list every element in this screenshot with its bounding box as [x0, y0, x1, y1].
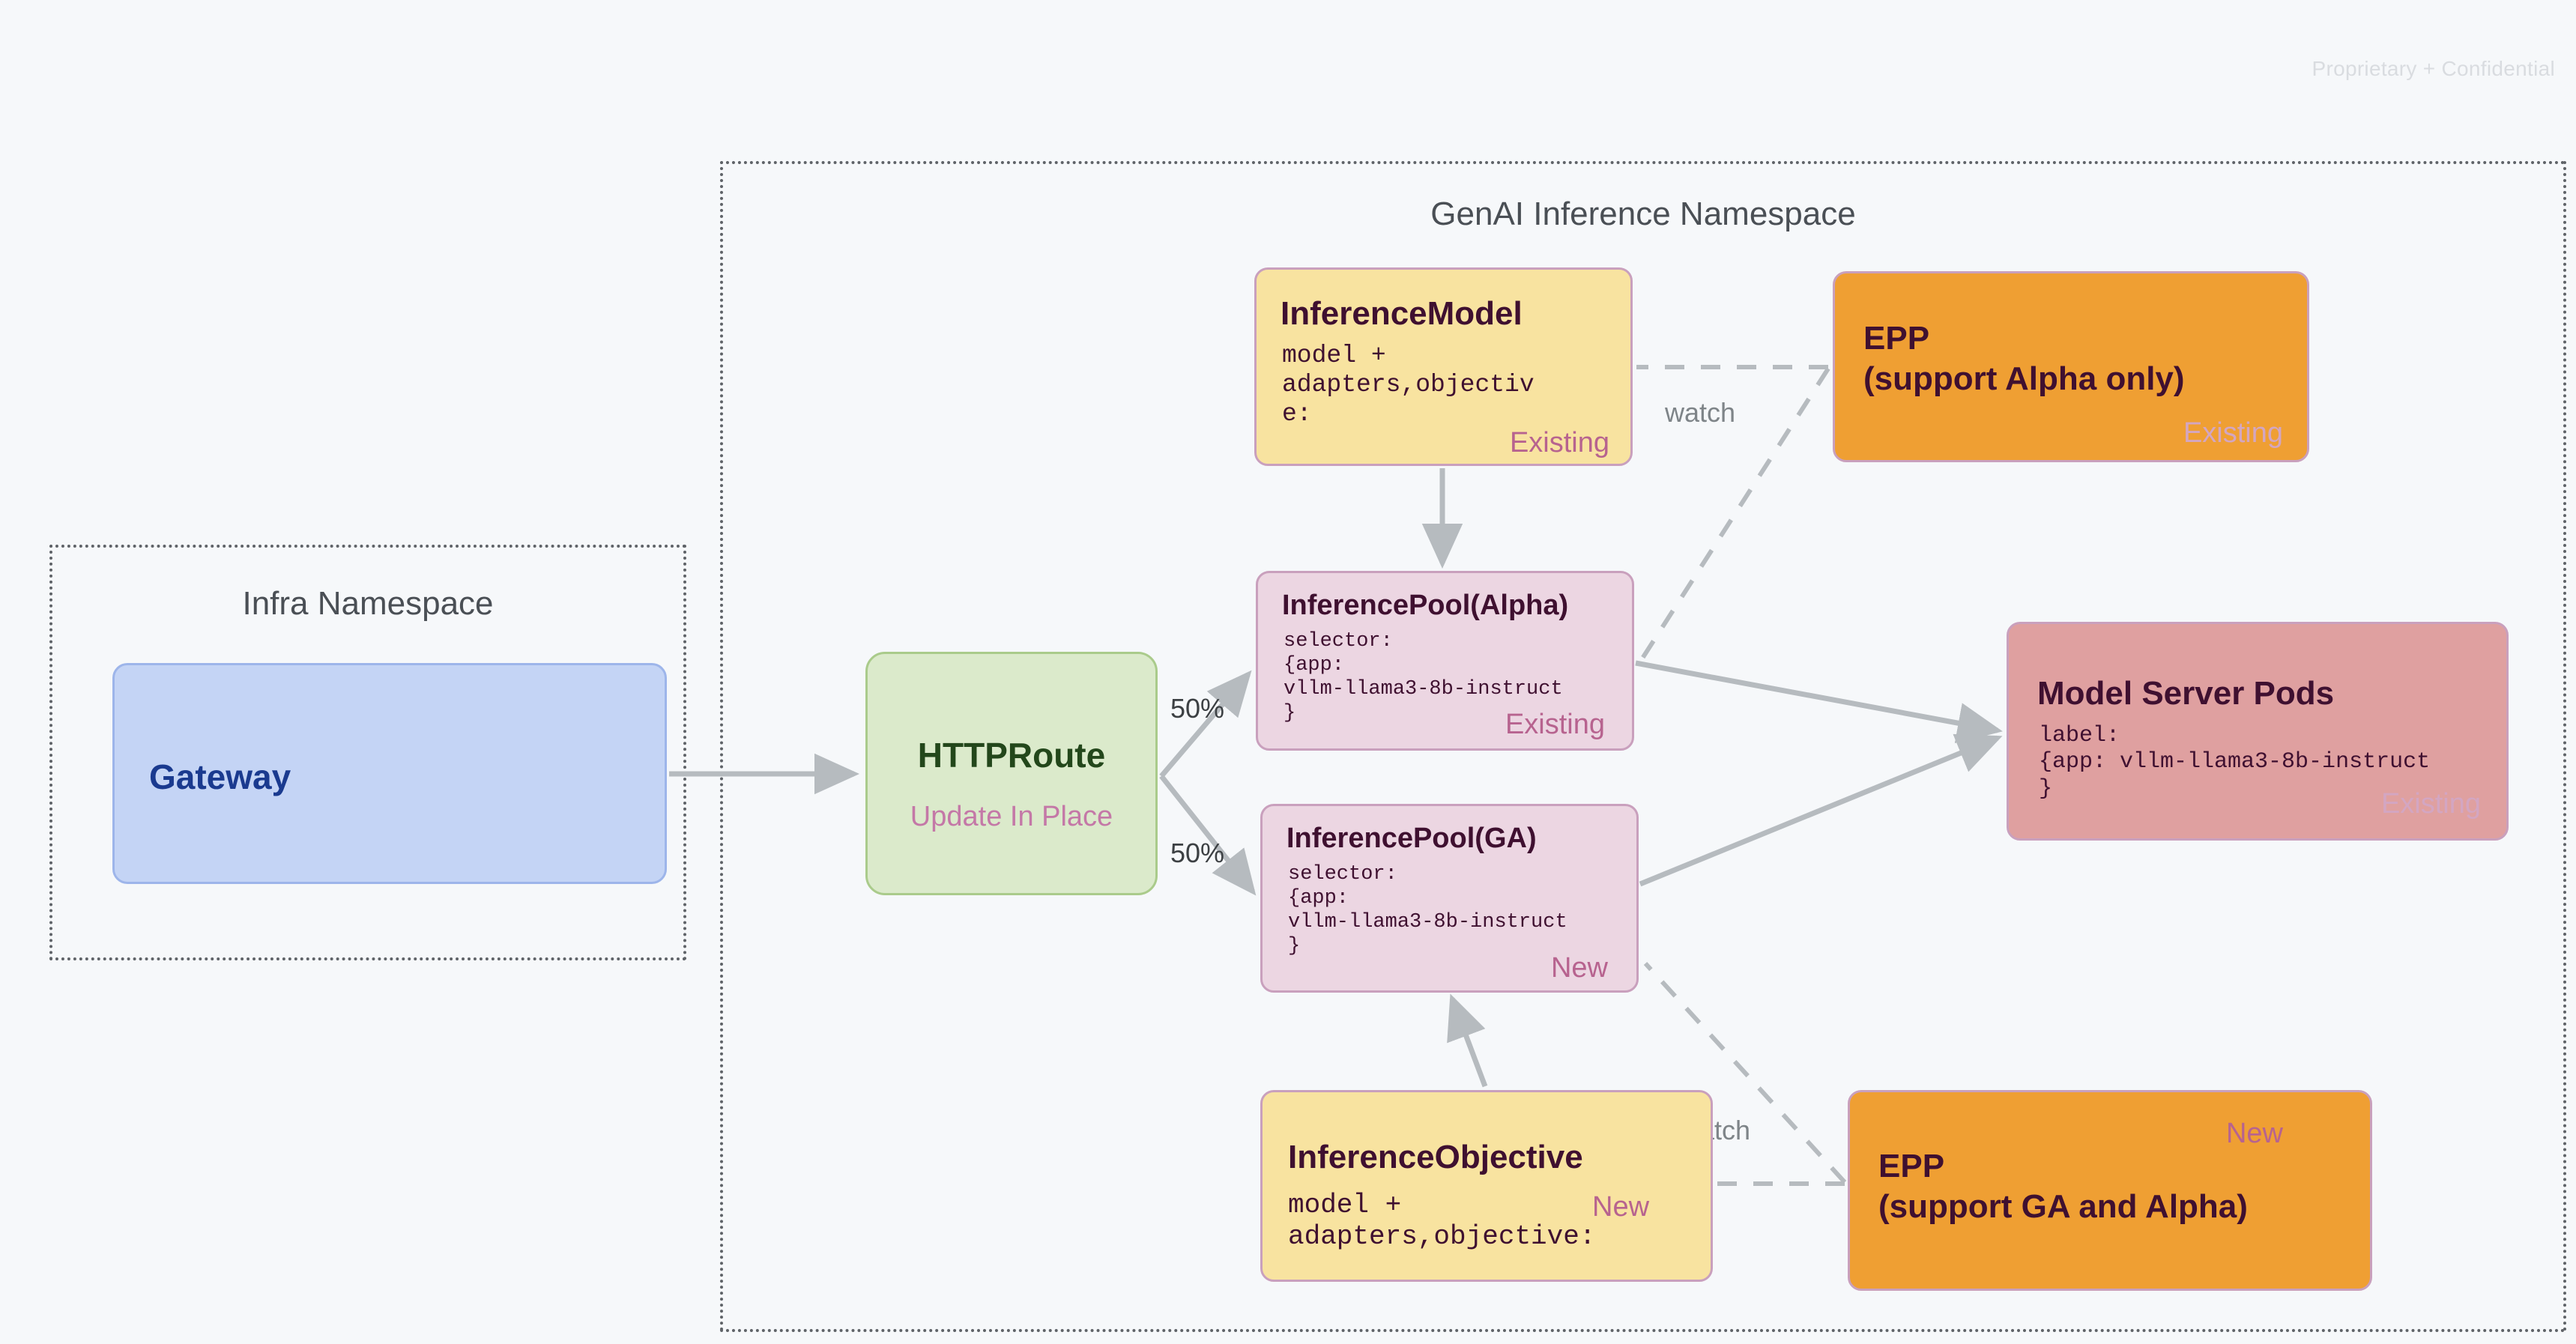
model-server-pods-tag: Existing — [2380, 788, 2481, 820]
inference-pool-ga-title: InferencePool(GA) — [1287, 823, 1537, 854]
edge-label-split-top: 50% — [1170, 693, 1225, 724]
httproute-title: HTTPRoute — [917, 736, 1106, 775]
infra-namespace-title: Infra Namespace — [242, 585, 494, 622]
inference-model-tag: Existing — [1509, 427, 1609, 458]
inference-pool-ga-body: selector: {app: vllm-llama3-8b-instruct … — [1288, 863, 1567, 957]
model-server-pods-title: Model Server Pods — [2037, 675, 2335, 712]
node-epp-alpha[interactable]: EPP (support Alpha only) Existing — [1833, 271, 2309, 462]
httproute-tag: Update In Place — [910, 801, 1113, 832]
epp-ga-tag: New — [2225, 1118, 2283, 1149]
genai-namespace-title: GenAI Inference Namespace — [1430, 196, 1856, 232]
node-httproute[interactable]: HTTPRoute Update In Place — [865, 652, 1158, 895]
inference-model-title: InferenceModel — [1281, 295, 1523, 332]
epp-alpha-title: EPP (support Alpha only) — [1863, 320, 2185, 397]
inference-objective-body: model + adapters,objective: — [1288, 1190, 1596, 1253]
inference-pool-alpha-tag: Existing — [1505, 709, 1605, 740]
edge-label-watch-top: watch — [1665, 397, 1736, 428]
node-model-server-pods[interactable]: Model Server Pods label: {app: vllm-llam… — [2007, 622, 2509, 841]
node-epp-ga[interactable]: EPP (support GA and Alpha) New — [1848, 1090, 2372, 1291]
inference-objective-title: InferenceObjective — [1288, 1139, 1583, 1175]
inference-model-body: model + adapters,objectiv e: — [1282, 342, 1535, 428]
epp-ga-title: EPP (support GA and Alpha) — [1878, 1148, 2248, 1225]
node-inference-objective[interactable]: InferenceObjective model + adapters,obje… — [1260, 1090, 1713, 1282]
inference-pool-alpha-body: selector: {app: vllm-llama3-8b-instruct … — [1284, 630, 1563, 724]
inference-pool-ga-tag: New — [1550, 952, 1608, 984]
epp-alpha-tag: Existing — [2183, 417, 2283, 449]
edge-label-split-bottom: 50% — [1170, 838, 1225, 868]
inference-objective-tag: New — [1592, 1191, 1650, 1223]
model-server-pods-body: label: {app: vllm-llama3-8b-instruct } — [2039, 723, 2431, 802]
node-inference-model[interactable]: InferenceModel model + adapters,objectiv… — [1254, 267, 1633, 466]
confidential-watermark: Proprietary + Confidential — [2312, 57, 2555, 80]
node-gateway[interactable]: Gateway — [112, 663, 667, 884]
node-inference-pool-ga[interactable]: InferencePool(GA) selector: {app: vllm-l… — [1260, 804, 1639, 993]
inference-pool-alpha-title: InferencePool(Alpha) — [1282, 590, 1569, 621]
gateway-title: Gateway — [149, 757, 291, 796]
node-inference-pool-alpha[interactable]: InferencePool(Alpha) selector: {app: vll… — [1256, 571, 1634, 751]
genai-namespace-container: GenAI Inference Namespace — [720, 161, 2566, 1332]
infra-namespace-container: Infra Namespace — [49, 545, 686, 960]
